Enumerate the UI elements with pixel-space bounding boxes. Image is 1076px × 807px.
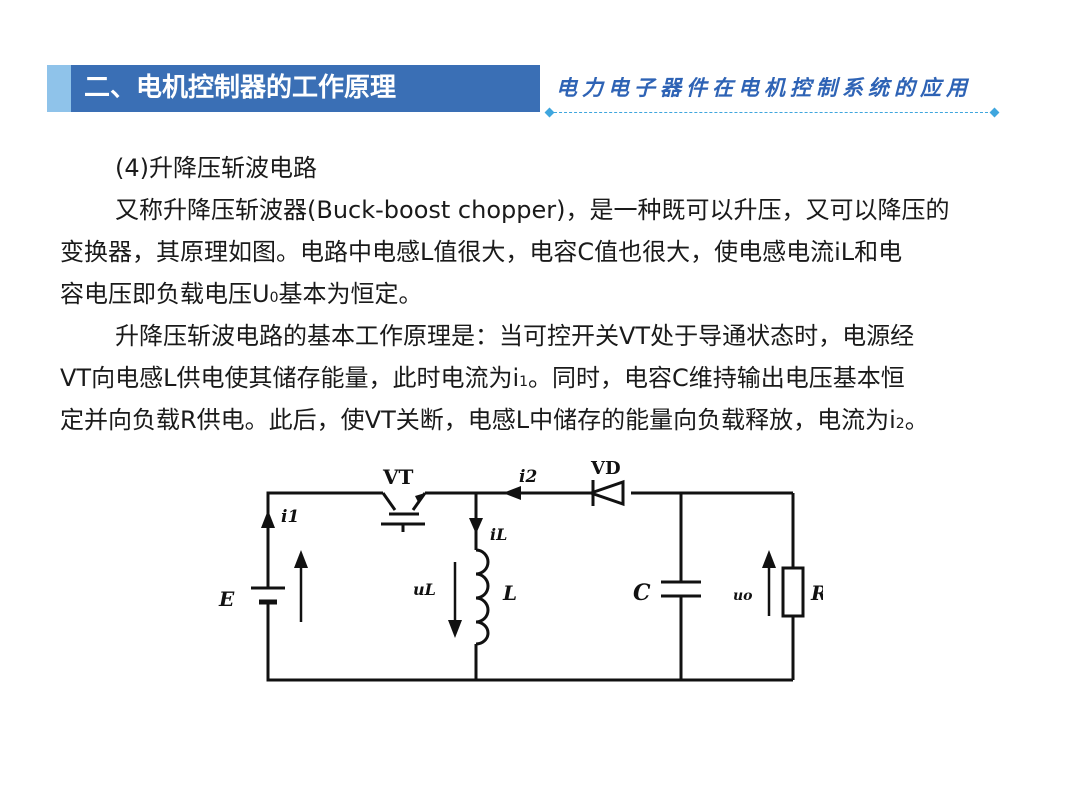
e-voltage-arrow-head: [294, 550, 308, 568]
i1-arrow-head: [261, 510, 275, 528]
page-title: 二、电机控制器的工作原理: [84, 73, 397, 103]
paragraph-2-line-3: 定并向负载R供电。此后，使VT关断，电感L中储存的能量向负载释放，电流为i2。: [60, 399, 1020, 445]
divider-right-diamond: [989, 107, 1000, 118]
label-e: E: [218, 587, 235, 611]
paragraph-2-line-2: VT向电感L供电使其储存能量，此时电流为i1。同时，电容C维持输出电压基本恒: [60, 357, 1020, 403]
text-segment: 容电压即负载电压U: [60, 280, 270, 308]
label-l: L: [502, 581, 517, 605]
subtitle-divider: [549, 112, 998, 113]
subscript: 1: [519, 374, 529, 390]
page-subtitle: 电力电子器件在电机控制系统的应用: [556, 75, 972, 100]
text-segment: 定并向负载R供电。此后，使VT关断，电感L中储存的能量向负载释放，电流为i: [60, 406, 896, 434]
i2-arrow: [503, 486, 521, 500]
buck-boost-circuit-diagram: VT VD i2 i1 iL uL L E C uo R: [218, 458, 823, 682]
header-bar: [47, 65, 540, 112]
label-il: iL: [490, 525, 507, 544]
label-r: R: [810, 581, 823, 605]
uo-arrow-head: [762, 550, 776, 568]
label-vt: VT: [382, 465, 414, 489]
text-segment: 。: [904, 406, 929, 434]
resistor-body: [781, 566, 805, 618]
label-c: C: [633, 580, 651, 606]
text-segment: 基本为恒定。: [278, 280, 423, 308]
paragraph-1-line-2: 变换器，其原理如图。电路中电感L值很大，电容C值也很大，使电感电流iL和电: [60, 238, 903, 266]
text-segment: 。同时，电容C维持输出电压基本恒: [528, 364, 905, 392]
paragraph-1-line-3: 容电压即负载电压U0基本为恒定。: [60, 273, 1020, 319]
il-arrow-head: [469, 518, 483, 534]
vt-emitter-arrow: [415, 493, 425, 504]
label-vd: VD: [590, 458, 621, 479]
section-heading: (4)升降压斩波电路: [115, 154, 317, 182]
inductor-coil: [475, 548, 490, 646]
ul-arrow-head: [448, 620, 462, 638]
label-uo: uo: [733, 588, 753, 604]
label-i1: i1: [281, 507, 299, 527]
label-ul: uL: [413, 580, 436, 599]
wire-bottom: [266, 616, 793, 682]
paragraph-2-line-1: 升降压斩波电路的基本工作原理是：当可控开关VT处于导通状态时，电源经: [115, 322, 915, 350]
subscript: 2: [895, 416, 905, 432]
circuit-wires: [266, 491, 795, 682]
vd-diode: [586, 479, 625, 507]
subscript: 0: [269, 290, 279, 306]
text-segment: VT向电感L供电使其储存能量，此时电流为i: [60, 364, 520, 392]
header-accent: [47, 65, 71, 112]
divider-left-diamond: [544, 107, 555, 118]
label-i2: i2: [519, 467, 537, 487]
paragraph-1-line-1: 又称升降压斩波器(Buck-boost chopper)，是一种既可以升压，又可…: [115, 196, 950, 224]
wire-left-top: [266, 491, 383, 588]
